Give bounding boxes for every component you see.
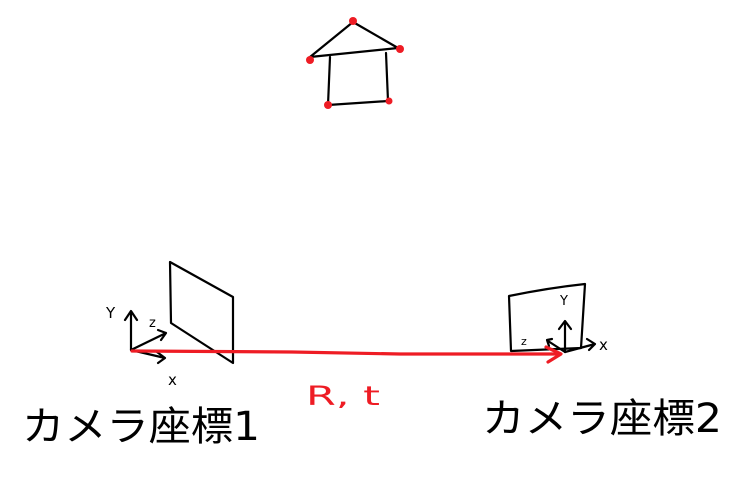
camera2-image-plane bbox=[507, 282, 587, 353]
camera1-y-axis bbox=[123, 309, 139, 352]
house-roof bbox=[308, 20, 400, 59]
camera1: Y z x カメラ座標1 bbox=[22, 260, 260, 450]
house-object bbox=[306, 17, 404, 109]
camera1-y-axis-label: Y bbox=[105, 304, 116, 322]
house-body bbox=[326, 51, 390, 107]
camera1-z-axis bbox=[129, 328, 168, 352]
house-keypoint-base-left bbox=[324, 101, 332, 109]
camera2-label: カメラ座標2 bbox=[482, 396, 722, 442]
camera1-x-axis-label: x bbox=[168, 371, 177, 389]
transform-label: R, t bbox=[306, 381, 380, 412]
camera1-z-axis-label: z bbox=[149, 316, 156, 331]
camera2-y-axis bbox=[557, 319, 573, 354]
camera2-z-axis-label: z bbox=[521, 335, 527, 348]
camera2-x-axis-label: x bbox=[599, 336, 608, 354]
camera2-z-axis bbox=[545, 337, 567, 354]
camera2: Y z x カメラ座標2 bbox=[482, 282, 722, 442]
camera1-image-plane bbox=[168, 260, 235, 365]
house-keypoint-roof-top bbox=[349, 17, 357, 25]
transform-arrow-line bbox=[130, 349, 562, 356]
house-keypoint-roof-right bbox=[396, 45, 404, 53]
camera1-label: カメラ座標1 bbox=[22, 404, 260, 450]
transform-arrow-head bbox=[544, 345, 563, 364]
camera2-y-axis-label: Y bbox=[559, 294, 568, 309]
house-keypoint-roof-left bbox=[306, 56, 314, 64]
house-keypoint-base-right bbox=[385, 97, 393, 105]
transform-arrow: R, t bbox=[130, 345, 563, 412]
camera2-x-axis bbox=[563, 337, 597, 354]
